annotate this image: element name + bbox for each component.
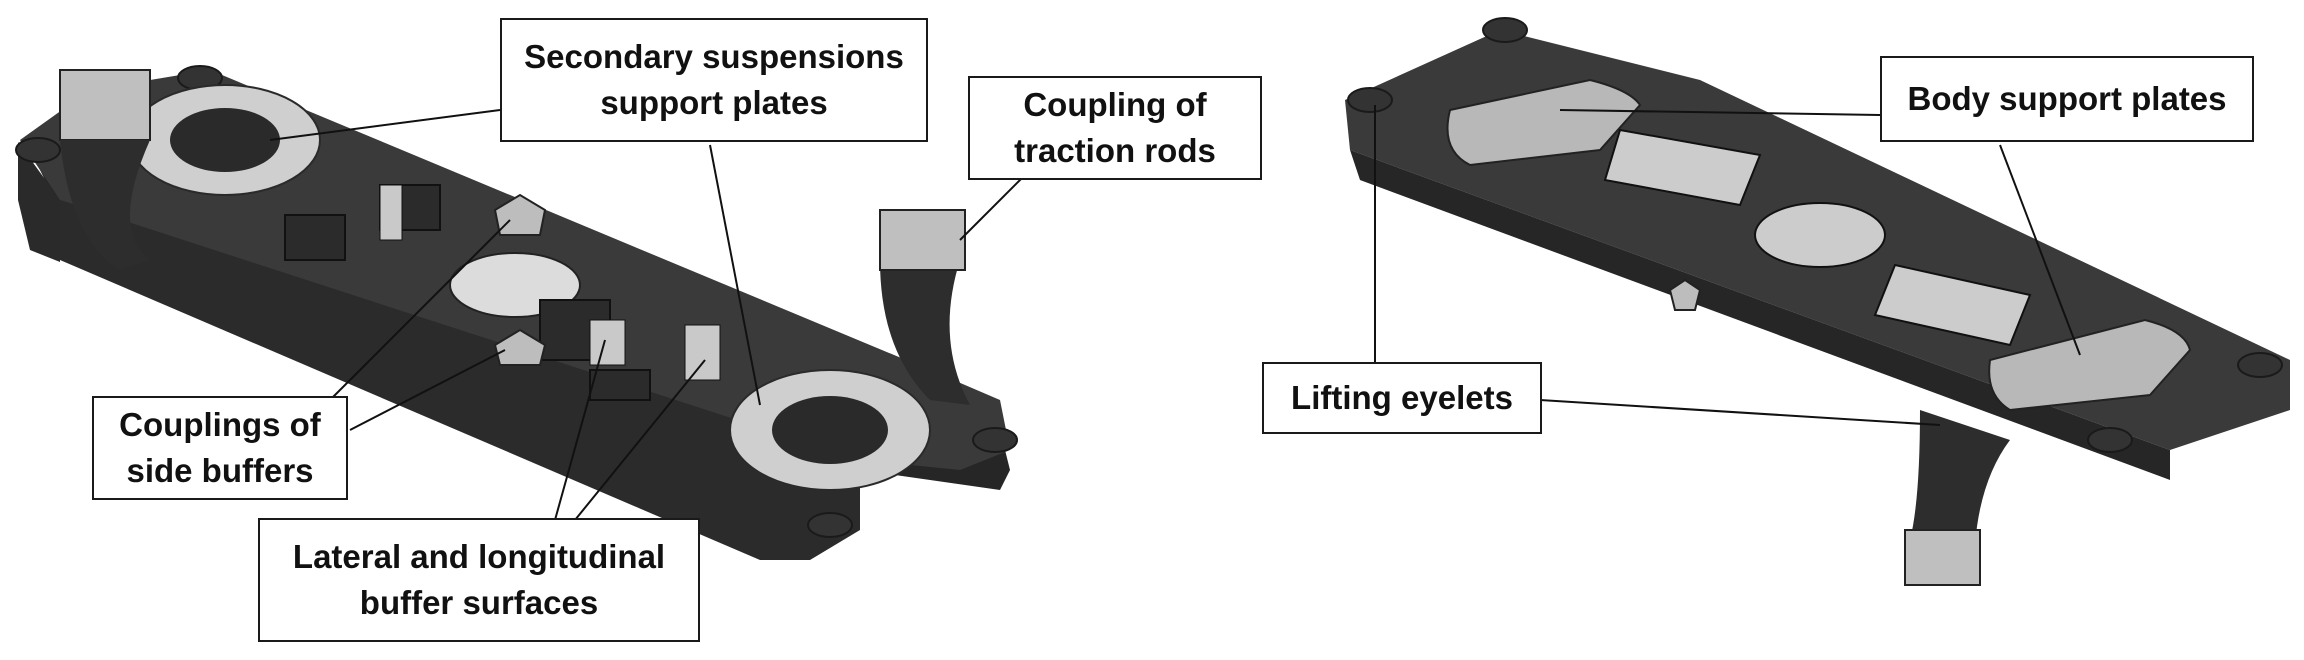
leader-lifting-2	[1539, 399, 1941, 426]
right-bogie-frame	[1345, 17, 2290, 586]
right-pocket-2	[1873, 263, 2032, 347]
left-support-plate-2-hole	[772, 396, 888, 464]
callout-lifting-eyelets-text: Lifting eyelets	[1291, 379, 1513, 416]
callout-secondary-line-2: support plates	[600, 84, 828, 121]
right-arm	[1910, 410, 2010, 545]
left-buffer-block-4	[589, 369, 651, 401]
callout-buffer-surfaces-line-1: Lateral and longitudinal	[292, 538, 666, 575]
right-lug-3	[2237, 352, 2283, 378]
leader-buffer-1	[554, 339, 606, 521]
left-support-plate-1-hole	[170, 108, 280, 172]
left-lug-1	[15, 137, 61, 163]
right-central-opening	[1754, 202, 1886, 268]
right-lug-1	[1347, 87, 1393, 113]
callout-side-buffers: Couplings of side buffers	[92, 396, 348, 500]
left-buffer-plate-1	[379, 184, 403, 241]
right-pocket-1	[1603, 128, 1762, 207]
right-frame-side	[1350, 150, 2170, 480]
callout-secondary-line-1: Secondary suspensions	[524, 38, 904, 75]
leader-body-2	[1999, 144, 2081, 356]
left-side-buffer-coupling-2	[493, 328, 547, 366]
leader-side-buffer-2	[349, 349, 506, 431]
right-lug-2	[1482, 17, 1528, 43]
callout-traction-line-1: Coupling of	[1023, 86, 1207, 123]
left-traction-coupling-2	[879, 209, 970, 405]
callout-buffer-surfaces-line-2: buffer surfaces	[359, 584, 599, 621]
leader-side-buffer-1	[329, 219, 511, 401]
callout-lifting-eyelets: Lifting eyelets	[1262, 362, 1542, 434]
right-lifting-eyelet	[1668, 278, 1702, 311]
left-buffer-plate-2	[589, 319, 626, 366]
leader-buffer-2	[574, 359, 706, 521]
left-frame-end-left	[18, 142, 60, 262]
left-buffer-block-1	[284, 214, 346, 261]
callout-side-buffers-line-2: side buffers	[126, 452, 314, 489]
callout-secondary-suspensions: Secondary suspensions support plates	[500, 18, 928, 142]
leader-traction	[959, 174, 1026, 241]
right-leader-lines	[1374, 105, 2081, 426]
callout-buffer-surfaces: Lateral and longitudinal buffer surfaces	[258, 518, 700, 642]
callout-traction-line-2: traction rods	[1014, 132, 1216, 169]
callout-body-support-plates: Body support plates	[1880, 56, 2254, 142]
right-lug-4	[2087, 427, 2133, 453]
right-traction-coupling	[1904, 529, 1981, 586]
leader-secondary-1	[269, 109, 501, 141]
right-body-plate-1	[1446, 78, 1642, 167]
left-lug-3	[807, 512, 853, 538]
callout-side-buffers-line-1: Couplings of	[119, 406, 321, 443]
left-frame-front	[60, 200, 860, 560]
left-lug-4	[972, 427, 1018, 453]
left-leader-lines	[269, 109, 1026, 521]
left-bogie-frame	[15, 65, 1026, 560]
left-traction-coupling-1	[59, 69, 151, 270]
right-body-plate-2	[1988, 318, 2192, 412]
leader-body-1	[1559, 109, 1881, 116]
leader-secondary-2	[709, 144, 761, 406]
left-buffer-plate-3	[684, 324, 721, 381]
callout-body-support-text: Body support plates	[1907, 80, 2227, 117]
callout-traction-rods: Coupling of traction rods	[968, 76, 1262, 180]
